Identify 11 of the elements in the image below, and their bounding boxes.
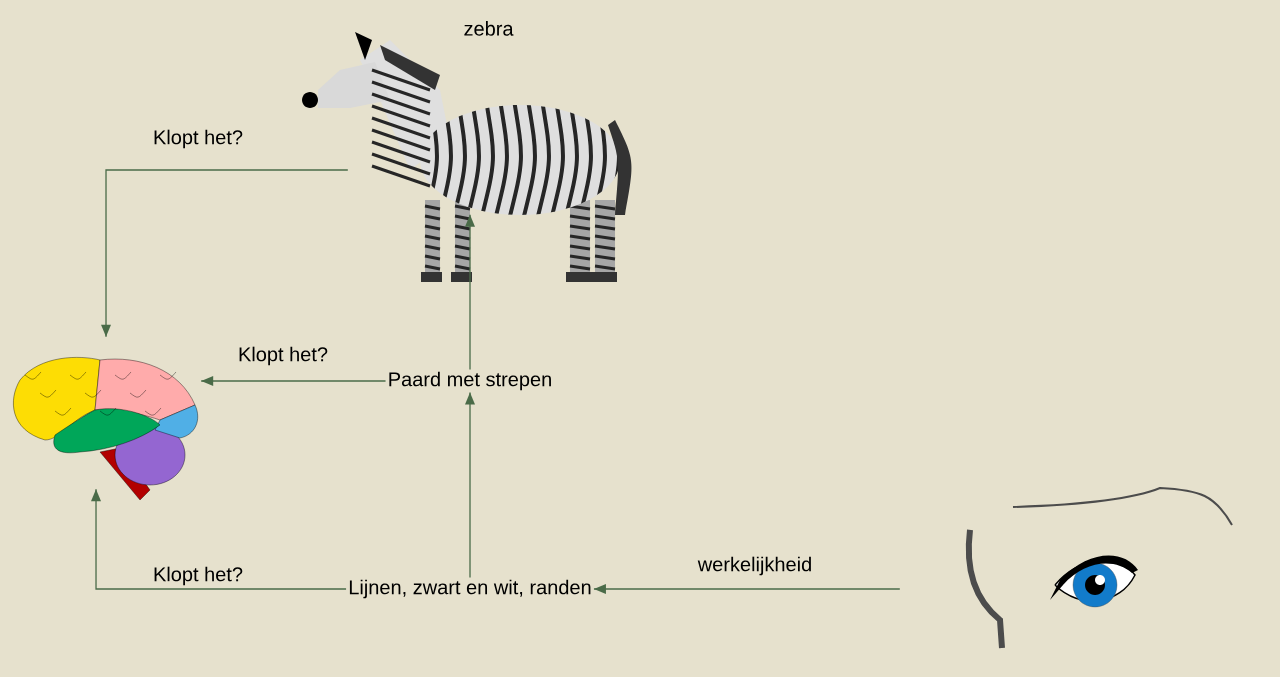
brain-drawing	[13, 357, 198, 501]
caption-text: zebra	[464, 21, 514, 36]
text-label: Lijnen, zwart en wit, randen	[349, 579, 591, 599]
arrow	[101, 169, 349, 338]
arrow	[200, 376, 387, 386]
arrow	[593, 584, 901, 594]
arrow	[91, 488, 347, 590]
arrow	[465, 391, 475, 579]
eye-drawing	[965, 487, 1233, 649]
text-label: Paard met strepen	[389, 371, 551, 391]
arrow	[465, 214, 475, 371]
